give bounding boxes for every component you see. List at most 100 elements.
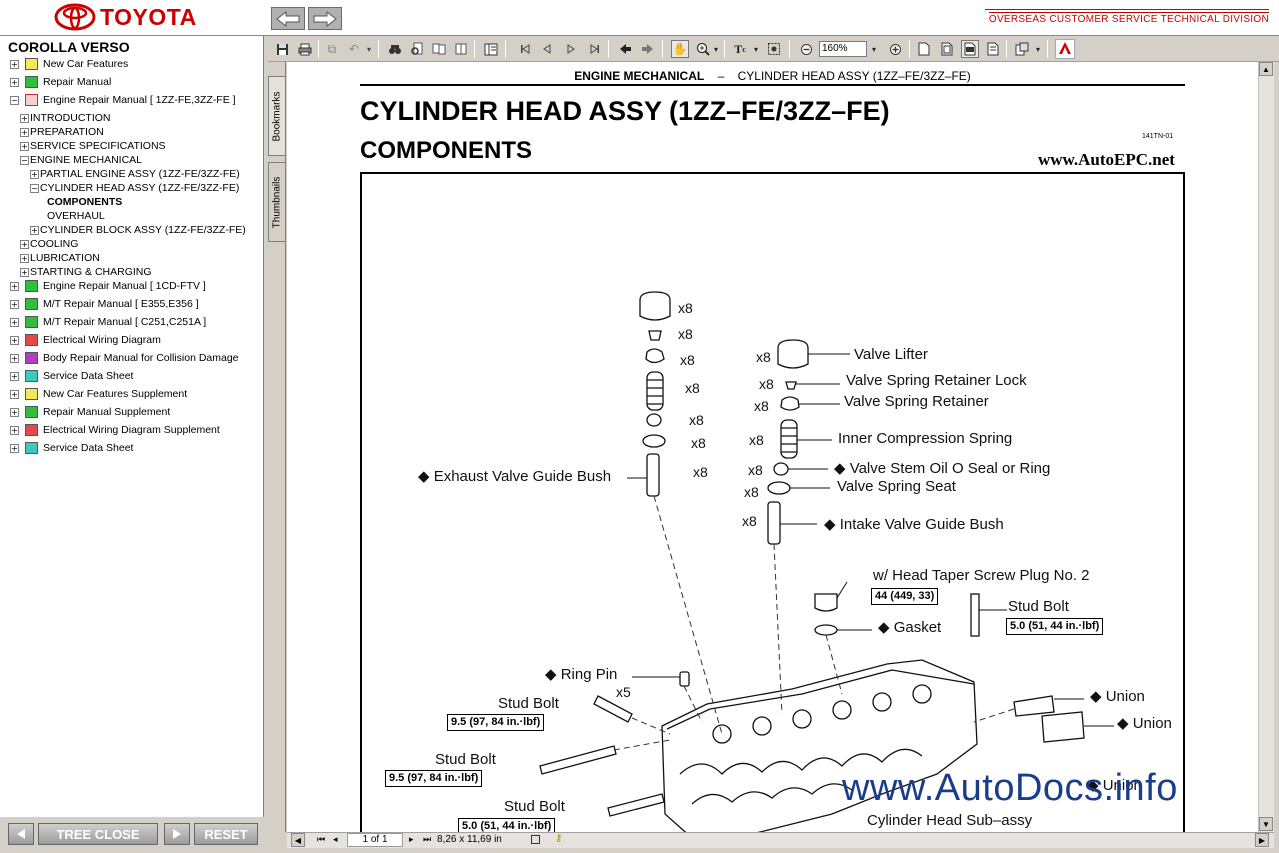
zoom-in-icon[interactable] — [886, 40, 904, 58]
adobe-logo-icon[interactable] — [1055, 39, 1075, 59]
fit-visible-icon[interactable] — [984, 40, 1002, 58]
tree-item-overhaul[interactable]: OVERHAUL — [47, 210, 105, 222]
previous-page-icon[interactable] — [538, 40, 556, 58]
forward-button[interactable] — [308, 7, 342, 30]
collapse-icon[interactable]: − — [30, 183, 39, 193]
first-page-icon[interactable] — [516, 40, 534, 58]
zoom-tool-icon[interactable] — [694, 40, 712, 58]
print-icon[interactable] — [296, 40, 314, 58]
expand-icon[interactable]: + — [20, 239, 29, 249]
expand-icon[interactable]: + — [10, 425, 19, 435]
expand-icon[interactable]: + — [20, 253, 29, 263]
zoom-level-field[interactable]: 160% — [819, 41, 867, 57]
tree-item-service-specifications[interactable]: + SERVICE SPECIFICATIONS — [20, 140, 166, 152]
tree-item-components[interactable]: COMPONENTS — [47, 196, 123, 208]
expand-icon[interactable]: + — [30, 169, 39, 179]
scroll-up-icon[interactable]: ▲ — [1259, 62, 1273, 76]
tree-item-cylinder-head-assy[interactable]: − CYLINDER HEAD ASSY (1ZZ-FE/3ZZ-FE) — [30, 182, 240, 194]
tree-item-cylinder-block-assy[interactable]: + CYLINDER BLOCK ASSY (1ZZ-FE/3ZZ-FE) — [30, 224, 246, 236]
scroll-right-icon[interactable]: ▶ — [1255, 833, 1269, 847]
tree-item-mt-repair-e355[interactable]: + M/T Repair Manual [ E355,E356 ] — [10, 298, 199, 310]
tree-item-body-repair[interactable]: + Body Repair Manual for Collision Damag… — [10, 352, 239, 364]
tab-thumbnails[interactable]: Thumbnails — [268, 162, 286, 242]
rotate-dropdown-icon[interactable]: ▾ — [1035, 44, 1040, 54]
search-document-icon[interactable] — [408, 40, 426, 58]
prev-page-mini-icon[interactable]: ◂ — [333, 834, 338, 844]
find-icon[interactable] — [386, 40, 404, 58]
tree-item-new-car-features-supplement[interactable]: + New Car Features Supplement — [10, 388, 188, 400]
tree-next-button[interactable] — [164, 823, 190, 845]
single-page-icon[interactable] — [531, 835, 540, 844]
undo-dropdown-icon[interactable]: ▾ — [366, 44, 371, 54]
tree-item-cooling[interactable]: + COOLING — [20, 238, 79, 250]
expand-icon[interactable]: + — [10, 317, 19, 327]
tree-item-introduction[interactable]: + INTRODUCTION — [20, 112, 111, 124]
expand-icon[interactable]: + — [10, 281, 19, 291]
next-page-mini-icon[interactable]: ▸ — [409, 834, 414, 844]
zoom-out-icon[interactable] — [797, 40, 815, 58]
expand-icon[interactable]: + — [20, 267, 29, 277]
tree-item-service-data-sheet-2[interactable]: + Service Data Sheet — [10, 442, 134, 454]
tree-item-engine-mechanical[interactable]: − ENGINE MECHANICAL — [20, 154, 143, 166]
tree-item-engine-repair-1cd[interactable]: + Engine Repair Manual [ 1CD-FTV ] — [10, 280, 206, 292]
pages-icon[interactable] — [452, 40, 470, 58]
copy-icon[interactable]: ⧉ — [327, 41, 337, 56]
tree-item-lubrication[interactable]: + LUBRICATION — [20, 252, 100, 264]
tree-prev-button[interactable] — [8, 823, 34, 845]
next-page-icon[interactable] — [562, 40, 580, 58]
expand-icon[interactable]: + — [20, 141, 29, 151]
tree-item-new-car-features[interactable]: + New Car Features — [10, 58, 129, 70]
save-icon[interactable] — [273, 40, 291, 58]
first-page-mini-icon[interactable]: ⏮ — [317, 834, 326, 844]
document-view[interactable]: ENGINE MECHANICAL – CYLINDER HEAD ASSY (… — [287, 62, 1267, 832]
expand-icon[interactable]: + — [10, 389, 19, 399]
thumbnails-icon[interactable] — [430, 40, 448, 58]
last-page-mini-icon[interactable]: ⏭ — [423, 834, 432, 844]
tree-item-electrical-wiring[interactable]: + Electrical Wiring Diagram — [10, 334, 161, 346]
tab-bookmarks[interactable]: Bookmarks — [268, 76, 286, 156]
go-back-icon[interactable] — [616, 40, 634, 58]
expand-icon[interactable]: + — [10, 59, 19, 69]
tree-item-repair-manual-supplement[interactable]: + Repair Manual Supplement — [10, 406, 171, 418]
rotate-view-icon[interactable] — [1013, 40, 1031, 58]
tree-item-service-data-sheet[interactable]: + Service Data Sheet — [10, 370, 134, 382]
collapse-icon[interactable]: − — [20, 155, 29, 165]
expand-icon[interactable]: + — [10, 443, 19, 453]
expand-icon[interactable]: + — [10, 407, 19, 417]
vertical-scrollbar[interactable]: ▲ ▼ — [1258, 62, 1274, 832]
scroll-down-icon[interactable]: ▼ — [1259, 817, 1273, 831]
fit-width-icon[interactable] — [961, 40, 979, 58]
expand-icon[interactable]: + — [30, 225, 39, 235]
snapshot-icon[interactable] — [765, 40, 783, 58]
hand-tool-icon[interactable]: ✋ — [671, 40, 689, 58]
actual-size-icon[interactable] — [915, 40, 933, 58]
go-forward-icon[interactable] — [638, 40, 656, 58]
zoom-level-dropdown-icon[interactable]: ▾ — [871, 44, 876, 54]
tree-item-engine-repair-1zz[interactable]: − Engine Repair Manual [ 1ZZ-FE,3ZZ-FE ] — [10, 94, 236, 106]
text-select-dropdown-icon[interactable]: ▾ — [753, 44, 758, 54]
tree-item-starting-charging[interactable]: + STARTING & CHARGING — [20, 266, 152, 278]
scroll-left-icon[interactable]: ◀ — [291, 833, 305, 847]
expand-icon[interactable]: + — [10, 353, 19, 363]
tree-item-preparation[interactable]: + PREPARATION — [20, 126, 104, 138]
undo-icon[interactable]: ↶ — [348, 42, 360, 56]
tree-item-electrical-wiring-supplement[interactable]: + Electrical Wiring Diagram Supplement — [10, 424, 220, 436]
zoom-dropdown-icon[interactable]: ▾ — [713, 44, 718, 54]
page-number-field[interactable]: 1 of 1 — [347, 833, 403, 847]
tree-close-button[interactable]: TREE CLOSE — [38, 823, 158, 845]
expand-icon[interactable]: + — [10, 77, 19, 87]
bookmarks-pane-icon[interactable] — [482, 40, 500, 58]
last-page-icon[interactable] — [586, 40, 604, 58]
expand-icon[interactable]: + — [10, 371, 19, 381]
expand-icon[interactable]: + — [20, 127, 29, 137]
expand-icon[interactable]: + — [10, 335, 19, 345]
tree-item-repair-manual[interactable]: + Repair Manual — [10, 76, 112, 88]
tree-item-mt-repair-c251[interactable]: + M/T Repair Manual [ C251,C251A ] — [10, 316, 207, 328]
expand-icon[interactable]: + — [20, 113, 29, 123]
collapse-icon[interactable]: − — [10, 95, 19, 105]
expand-icon[interactable]: + — [10, 299, 19, 309]
tree-item-partial-engine-assy[interactable]: + PARTIAL ENGINE ASSY (1ZZ-FE/3ZZ-FE) — [30, 168, 240, 180]
fit-page-icon[interactable] — [938, 40, 956, 58]
back-button[interactable] — [271, 7, 305, 30]
